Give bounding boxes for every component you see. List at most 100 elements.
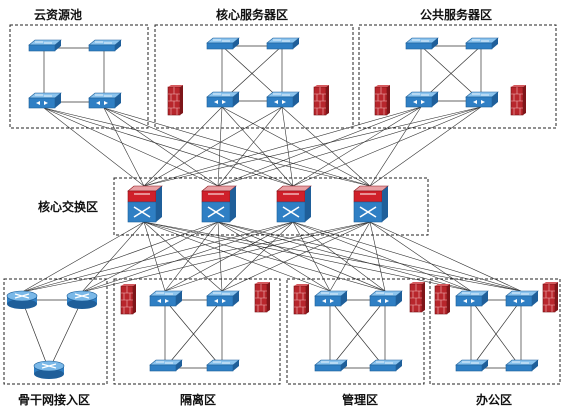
network-link [143,221,331,292]
firewall-icon [120,283,137,315]
zone-label-public-servers: 公共服务器区 [420,7,492,22]
firewall-icon [434,283,451,315]
l3-switch-icon [28,92,62,109]
network-link [221,221,371,292]
network-link [329,221,371,292]
lower-link-mesh [21,221,522,293]
network-link [143,106,283,187]
network-link [292,221,331,292]
l3-switch-icon [266,91,300,108]
core-switch-icon [276,185,312,223]
network-link [164,221,371,292]
l3-switch-icon [369,290,403,307]
l3-switch-icon [405,91,439,108]
core-switch-icon [201,185,237,223]
switch-icon [455,359,489,372]
zone-label-isolation: 隔离区 [180,392,216,407]
zone-isolation [113,278,281,385]
network-link [217,221,522,292]
network-link [217,221,386,292]
zone-label-management: 管理区 [342,392,378,407]
firewall-icon [510,84,527,116]
firewall-icon [167,84,184,116]
firewall-icon [374,84,391,116]
network-link [43,107,145,187]
zone-label-office: 办公区 [476,392,512,407]
network-link [81,221,219,293]
network-link [292,106,482,187]
network-link [292,221,522,292]
zone-core-servers [154,24,354,129]
network-link [81,221,371,293]
network-link [143,106,223,187]
network-link [217,106,422,187]
network-link [369,106,482,187]
l3-switch-icon [206,91,240,108]
network-link [164,221,219,292]
upper-link-mesh [43,106,482,187]
firewall-icon [254,281,271,313]
network-link [81,221,294,293]
network-link [292,221,472,292]
network-link [143,221,472,292]
switch-icon [88,39,122,52]
l3-switch-icon [455,290,489,307]
network-link [143,221,166,292]
network-link [217,221,331,292]
network-link [221,106,371,187]
network-link [221,106,294,187]
network-link [217,106,482,187]
switch-icon [28,39,62,52]
network-link [217,106,223,187]
switch-icon [149,359,183,372]
network-link [21,221,294,293]
network-link [103,107,145,187]
intra-zone-links [21,45,522,371]
l3-switch-icon [88,92,122,109]
network-link [292,106,422,187]
network-link [43,107,294,187]
l3-switch-icon [149,290,183,307]
l3-switch-icon [314,290,348,307]
l3-switch-icon [206,290,240,307]
network-link [143,106,482,187]
network-link [21,221,219,293]
firewall-icon [293,283,310,315]
network-link [292,221,386,292]
l3-switch-icon [465,91,499,108]
network-link [281,106,371,187]
zone-label-cloud: 云资源池 [34,7,82,22]
network-link [164,221,294,292]
network-link [281,106,294,187]
network-link [81,221,145,293]
zone-cloud [9,24,149,129]
network-link [143,221,522,292]
switch-icon [405,37,439,50]
network-link [103,107,371,187]
firewall-icon [313,84,330,116]
network-link [369,106,422,187]
network-link [221,221,294,292]
core-switch-icon [353,185,389,223]
switch-icon [206,37,240,50]
network-link [143,221,223,292]
switch-icon [369,359,403,372]
zone-backbone [3,278,108,385]
network-link [369,221,472,292]
network-link [217,221,223,292]
switch-icon [266,37,300,50]
network-link [369,221,522,292]
switch-icon [314,359,348,372]
zone-core-exchange [113,177,429,236]
core-switch-icon [127,185,163,223]
router-icon [33,360,65,380]
network-link [43,107,371,187]
network-link [21,221,145,293]
network-link [143,106,422,187]
network-link [143,221,386,292]
zone-management [286,278,425,385]
network-link [21,221,371,293]
l3-switch-icon [505,290,539,307]
zone-label-core-exchange: 核心交换区 [38,199,98,214]
